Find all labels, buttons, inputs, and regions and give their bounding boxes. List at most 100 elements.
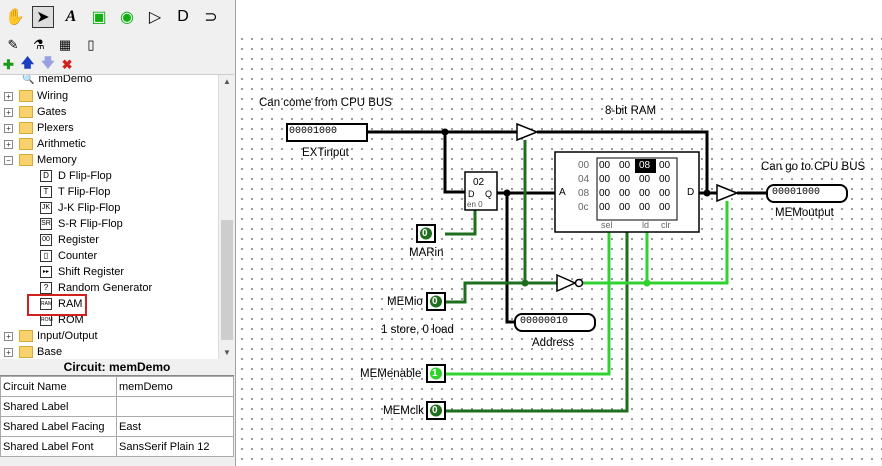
ext-input-value: 00001000 — [289, 126, 338, 137]
expand-icon[interactable]: + — [4, 331, 13, 341]
tree-item-random-generator[interactable]: ?Random Generator — [40, 280, 152, 296]
tree-item-label: ROM — [58, 314, 84, 326]
ram-cell: 00 — [659, 174, 671, 185]
and-gate-tool-icon[interactable]: D — [177, 8, 189, 25]
delete-circuit-icon[interactable]: ✖ — [61, 57, 73, 72]
ram-addr-08: 08 — [578, 188, 590, 199]
ram-cell: 00 — [659, 160, 671, 171]
property-value[interactable]: memDemo — [116, 376, 234, 397]
move-down-icon[interactable]: 🡇 — [41, 55, 55, 70]
marin-value: 0 — [422, 228, 428, 239]
folder-icon — [19, 106, 33, 118]
buffer-in[interactable] — [516, 122, 540, 142]
expand-icon[interactable]: + — [4, 123, 13, 133]
ram-cell: 00 — [639, 174, 651, 185]
folder-icon — [19, 346, 33, 358]
input-pin-tool-icon[interactable]: ▣ — [91, 9, 107, 26]
tree-item-shift-register[interactable]: ▸▸Shift Register — [40, 264, 124, 280]
magnifier-icon: 🔍 — [22, 74, 35, 85]
scroll-thumb[interactable] — [221, 220, 233, 340]
ext-input-pin[interactable] — [286, 123, 368, 142]
expand-icon[interactable]: + — [4, 347, 13, 357]
tree-item-label: Base — [37, 346, 63, 358]
ram-cell: 00 — [619, 188, 631, 199]
shift-register-icon: ▸▸ — [40, 266, 52, 278]
select-tool-icon[interactable]: ➤ — [32, 6, 54, 28]
move-up-icon[interactable]: 🡅 — [20, 55, 35, 70]
property-value[interactable]: East — [116, 416, 234, 437]
property-key: Shared Label Font — [0, 436, 117, 457]
memenable-label: MEMenable — [360, 368, 422, 380]
table-row[interactable]: Shared Label — [0, 396, 234, 417]
appearance-icon[interactable]: ▯ — [87, 37, 95, 52]
layout-icon[interactable]: ▦ — [58, 37, 72, 52]
folder-icon — [19, 154, 33, 166]
mem-output-pin — [766, 184, 848, 203]
mar-register[interactable] — [464, 171, 498, 211]
ram-d-label: D — [687, 187, 695, 198]
add-circuit-icon[interactable]: ✚ — [3, 57, 14, 72]
ram-a-label: A — [559, 187, 566, 198]
circuit-wires — [286, 122, 848, 420]
ram-highlight-box — [27, 294, 87, 316]
tree-item-label: Input/Output — [37, 330, 98, 342]
not-gate[interactable] — [556, 273, 577, 293]
tree-folder-wiring[interactable]: + Wiring — [4, 88, 68, 104]
register-d-label: D — [468, 189, 475, 199]
d-flip-flop-icon: D — [40, 170, 52, 182]
property-key: Circuit Name — [0, 376, 117, 397]
scroll-up-icon[interactable]: ▲ — [223, 77, 231, 86]
tree-folder-memory[interactable]: − Memory — [4, 152, 77, 168]
tree-item-label: Wiring — [37, 90, 69, 102]
memclk-label: MEMclk — [383, 405, 424, 417]
edit-circuit-icon[interactable]: ✎ — [7, 37, 19, 52]
tree-item-label: Register — [58, 234, 99, 246]
or-gate-tool-icon[interactable]: ⊃ — [204, 9, 218, 26]
tree-folder-base[interactable]: + Base — [4, 344, 62, 359]
circuit-canvas[interactable]: Can come from CPU BUS 8-bit RAM Can go t… — [237, 0, 882, 466]
sr-flip-flop-icon: SR — [40, 218, 52, 230]
tree-folder-arithmetic[interactable]: + Arithmetic — [4, 136, 86, 152]
tree-folder-input-output[interactable]: + Input/Output — [4, 328, 98, 344]
address-output-pin — [514, 313, 596, 332]
tree-item-counter[interactable]: ▯Counter — [40, 248, 97, 264]
simulate-icon[interactable]: ⚗ — [33, 37, 45, 52]
tree-item-label: Gates — [37, 106, 67, 118]
not-gate-tool-icon[interactable]: ▷ — [148, 9, 162, 26]
ram-cell: 00 — [619, 160, 631, 171]
expand-icon[interactable]: + — [4, 107, 13, 117]
ram-cell: 00 — [599, 160, 611, 171]
tree-item-project[interactable]: 🔍 memDemo — [22, 74, 92, 87]
tree-item-label: Random Generator — [58, 282, 153, 294]
expand-icon[interactable]: + — [4, 91, 13, 101]
hand-poke-tool-icon[interactable]: ✋ — [5, 9, 25, 26]
address-label: Address — [532, 337, 575, 349]
tree-folder-gates[interactable]: + Gates — [4, 104, 66, 120]
tree-folder-plexers[interactable]: + Plexers — [4, 120, 74, 136]
expand-icon[interactable]: + — [4, 139, 13, 149]
output-pin-tool-icon[interactable]: ◉ — [120, 9, 134, 26]
ram-title-label: 8-bit RAM — [605, 105, 657, 117]
tree-scrollbar[interactable]: ▲ ▼ — [218, 75, 234, 359]
property-value[interactable] — [116, 396, 234, 417]
property-key: Shared Label — [0, 396, 117, 417]
folder-icon — [19, 138, 33, 150]
text-tool-icon[interactable]: A — [65, 8, 77, 25]
left-panel: ✋ ➤ A ▣ ◉ ▷ D ⊃ ✎ ⚗ ▦ ▯ ✚ 🡅 🡇 ✖ 🔍 memDem… — [0, 0, 236, 466]
buffer-out[interactable] — [716, 183, 740, 203]
scroll-down-icon[interactable]: ▼ — [223, 348, 231, 357]
collapse-icon[interactable]: − — [4, 155, 13, 165]
cpu-bus-in-label: Can come from CPU BUS — [259, 97, 392, 109]
property-value[interactable]: SansSerif Plain 12 — [116, 436, 234, 457]
